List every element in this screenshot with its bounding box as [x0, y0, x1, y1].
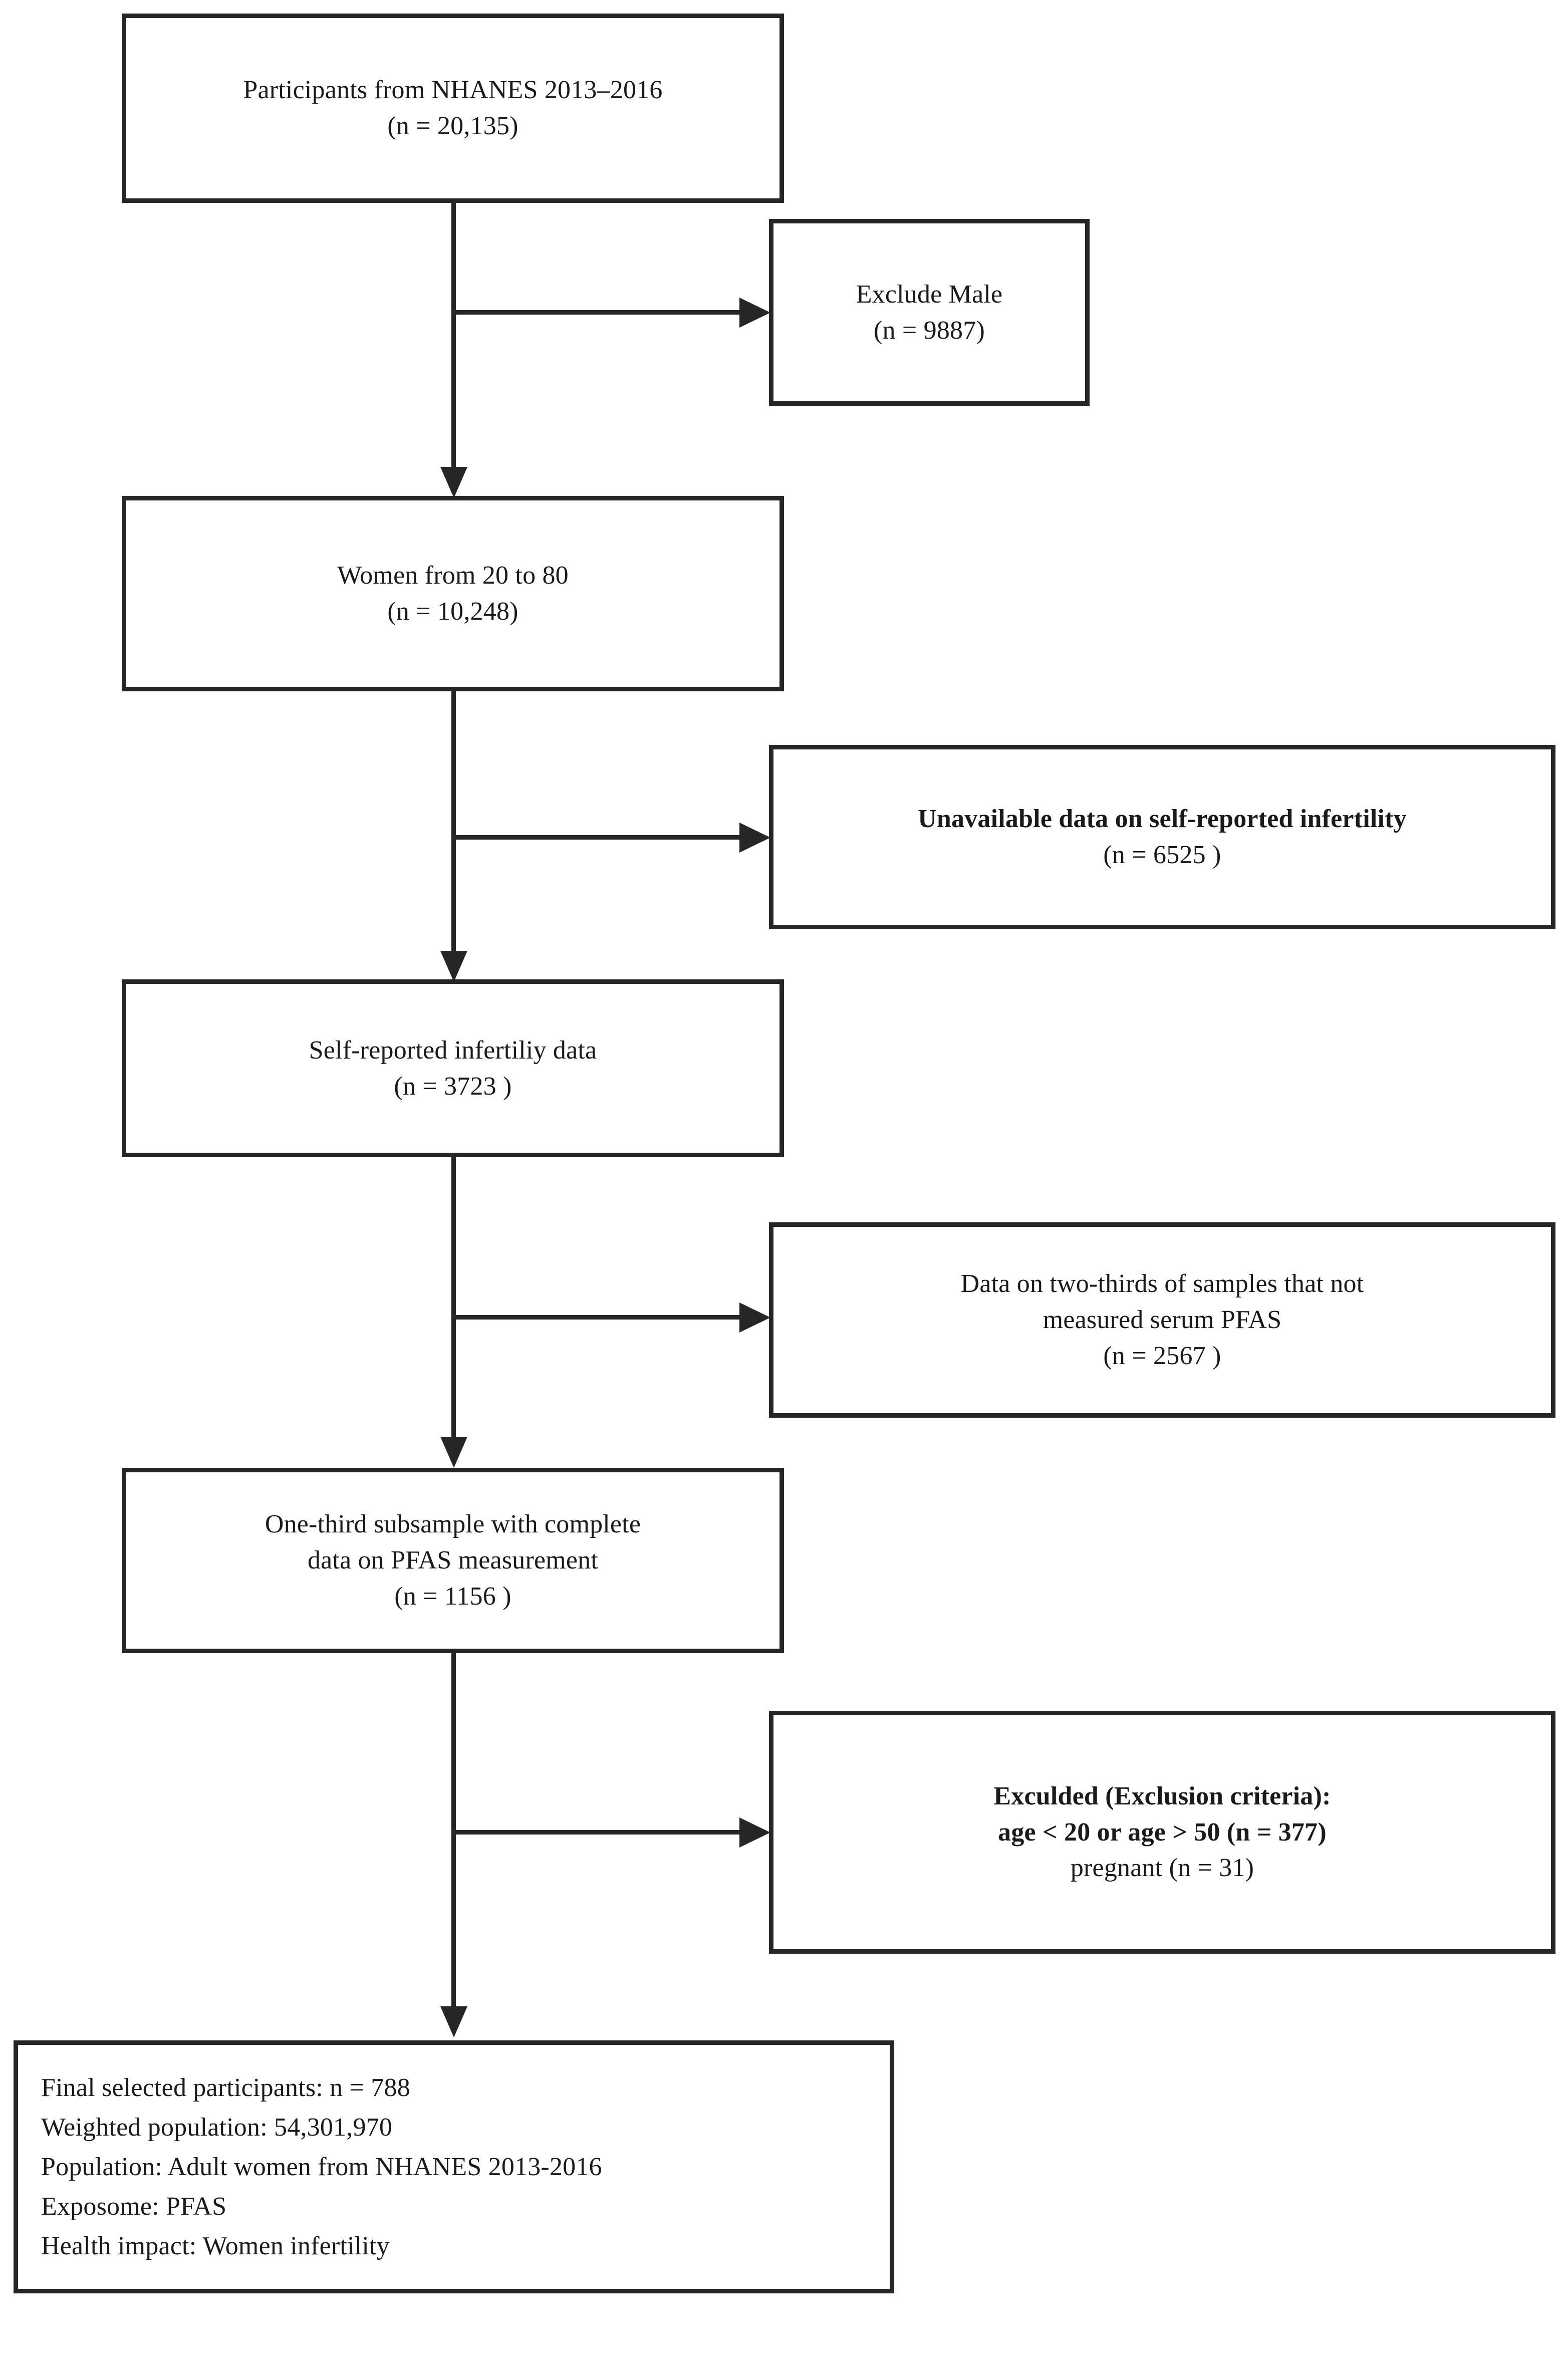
node-one-third-subsample-line-1: One-third subsample with complete [265, 1510, 641, 1539]
connector-self-reported-to-one-third-stem [451, 1157, 456, 1448]
node-final-summary-line-1: Final selected participants: n = 788 [41, 2073, 410, 2102]
node-women-20-80-line-2: (n = 10,248) [387, 597, 518, 626]
node-final-summary-line-2: Weighted population: 54,301,970 [41, 2113, 393, 2142]
node-exclude-male: Exclude Male (n = 9887) [769, 219, 1090, 406]
node-final-summary-line-5: Health impact: Women infertility [41, 2232, 390, 2261]
arrowhead-participants-to-exclude-male [739, 298, 770, 328]
node-two-thirds-not-measured-line-2: measured serum PFAS [1042, 1305, 1282, 1335]
node-final-summary: Final selected participants: n = 788 Wei… [14, 2040, 894, 2293]
node-exclusion-criteria-line-1: Exculded (Exclusion criteria): [993, 1781, 1331, 1810]
node-unavailable-infertility-data-line-1: Unavailable data on self-reported infert… [918, 805, 1407, 834]
node-two-thirds-not-measured: Data on two-thirds of samples that not m… [769, 1222, 1555, 1418]
connector-one-third-to-exclusion-stem [451, 1830, 742, 1835]
node-exclusion-criteria-line-2: age < 20 or age > 50 (n = 377) [998, 1817, 1327, 1847]
node-self-reported-infertility-line-1: Self-reported infertiliy data [309, 1035, 597, 1065]
node-unavailable-infertility-data: Unavailable data on self-reported infert… [769, 745, 1555, 929]
arrowhead-one-third-to-final [440, 2006, 467, 2037]
node-exclude-male-line-1: Exclude Male [856, 280, 1003, 309]
node-unavailable-infertility-data-line-2: (n = 6525 ) [1103, 841, 1221, 869]
connector-participants-to-exclude-male-stem [451, 310, 742, 315]
arrowhead-self-reported-to-two-thirds [739, 1302, 770, 1333]
arrowhead-participants-to-women [440, 467, 467, 498]
node-women-20-80-line-1: Women from 20 to 80 [337, 561, 569, 590]
connector-participants-to-women-stem [451, 203, 456, 476]
arrowhead-one-third-to-exclusion [739, 1817, 770, 1848]
node-self-reported-infertility: Self-reported infertiliy data (n = 3723 … [122, 979, 784, 1157]
arrowhead-self-reported-to-one-third [440, 1437, 467, 1468]
node-final-summary-line-4: Exposome: PFAS [41, 2192, 227, 2221]
node-one-third-subsample-line-3: (n = 1156 ) [394, 1582, 511, 1611]
node-exclusion-criteria-line-3: pregnant (n = 31) [1070, 1854, 1254, 1883]
arrowhead-women-to-unavailable [739, 823, 770, 853]
node-final-summary-line-3: Population: Adult women from NHANES 2013… [41, 2152, 602, 2181]
node-exclude-male-line-2: (n = 9887) [874, 316, 985, 345]
node-participants: Participants from NHANES 2013–2016 (n = … [122, 14, 784, 203]
connector-self-reported-to-two-thirds-stem [451, 1315, 742, 1320]
node-two-thirds-not-measured-line-1: Data on two-thirds of samples that not [960, 1269, 1364, 1298]
node-two-thirds-not-measured-line-3: (n = 2567 ) [1103, 1341, 1221, 1370]
node-women-20-80: Women from 20 to 80 (n = 10,248) [122, 496, 784, 691]
arrowhead-women-to-self-reported [440, 951, 467, 982]
node-one-third-subsample: One-third subsample with complete data o… [122, 1468, 784, 1653]
node-one-third-subsample-line-2: data on PFAS measurement [307, 1546, 599, 1575]
node-self-reported-infertility-line-2: (n = 3723 ) [394, 1072, 512, 1101]
connector-women-to-self-reported-stem [451, 691, 456, 962]
node-exclusion-criteria: Exculded (Exclusion criteria): age < 20 … [769, 1711, 1555, 1954]
connector-women-to-unavailable-stem [451, 835, 742, 840]
node-participants-line-1: Participants from NHANES 2013–2016 [243, 76, 663, 105]
node-participants-line-2: (n = 20,135) [387, 112, 518, 140]
